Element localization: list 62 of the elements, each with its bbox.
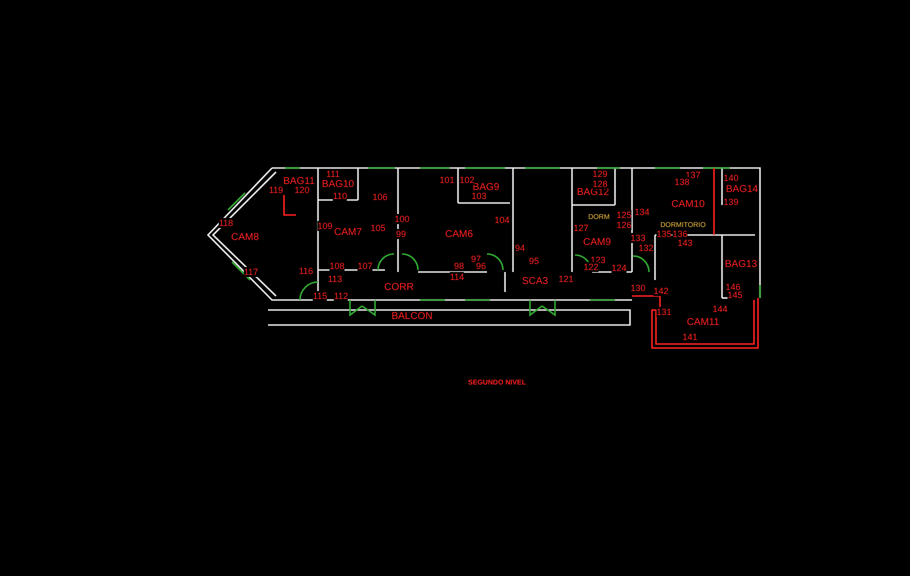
reference-number: 128 — [592, 179, 608, 189]
reference-number: 99 — [396, 229, 406, 239]
reference-number: 100 — [394, 214, 410, 224]
reference-number: 130 — [630, 283, 646, 293]
reference-number: 134 — [634, 207, 650, 217]
reference-number: 113 — [328, 274, 342, 284]
reference-number: 133 — [630, 233, 646, 243]
reference-number: 139 — [723, 197, 739, 207]
reference-number: 118 — [218, 218, 234, 228]
reference-number: 136 — [672, 229, 688, 239]
reference-number: 122 — [583, 262, 599, 272]
reference-number: 96 — [476, 261, 486, 271]
room-name: CAM11 — [686, 318, 720, 328]
reference-number: 98 — [454, 261, 464, 271]
reference-number: 95 — [529, 256, 539, 266]
reference-number: 120 — [294, 185, 310, 195]
room-name: CAM8 — [231, 233, 259, 243]
reference-number: 102 — [459, 175, 475, 185]
room-name: BAG14 — [726, 185, 758, 195]
room-name: SCA3 — [522, 277, 548, 287]
reference-number: 145 — [727, 290, 743, 300]
room-name: BAG11 — [283, 177, 315, 187]
reference-number: 101 — [439, 175, 455, 185]
reference-number: 125 — [616, 210, 632, 220]
reference-number: 107 — [357, 261, 373, 271]
reference-number: 138 — [674, 177, 690, 187]
reference-number: 127 — [573, 223, 589, 233]
reference-number: 141 — [682, 332, 698, 342]
reference-number: 105 — [370, 223, 386, 233]
reference-number: 140 — [723, 173, 739, 183]
reference-number: 109 — [317, 221, 333, 231]
reference-number: 132 — [638, 243, 654, 253]
room-name: CAM9 — [583, 238, 611, 248]
room-name: CAM10 — [671, 200, 705, 210]
room-name: CORR — [384, 283, 414, 293]
reference-number: 121 — [558, 274, 574, 284]
reference-number: 104 — [494, 215, 510, 225]
reference-number: 94 — [515, 243, 525, 253]
reference-number: 110 — [332, 191, 348, 201]
reference-number: 103 — [471, 191, 487, 201]
reference-number: 135 — [656, 229, 672, 239]
reference-number: 117 — [244, 267, 258, 277]
reference-number: 108 — [329, 261, 345, 271]
reference-number: 115 — [312, 291, 328, 301]
reference-number: 106 — [372, 192, 388, 202]
reference-number: 143 — [677, 238, 693, 248]
reference-number: 144 — [712, 304, 728, 314]
reference-number: 124 — [611, 263, 627, 273]
room-name: CAM7 — [334, 228, 362, 238]
reference-number: 126 — [616, 220, 632, 230]
reference-number: 111 — [326, 169, 340, 179]
reference-number: 131 — [656, 307, 672, 317]
room-name: BAG13 — [724, 260, 758, 270]
room-name: BAG10 — [322, 180, 354, 190]
room-name: CAM6 — [445, 230, 473, 240]
reference-number: 116 — [298, 266, 314, 276]
room-name: BALCON — [391, 312, 433, 322]
reference-number: 119 — [268, 185, 284, 195]
reference-number: 112 — [334, 291, 348, 301]
reference-number: 142 — [653, 286, 669, 296]
reference-number: 114 — [450, 272, 464, 282]
reference-number: 129 — [592, 169, 608, 179]
